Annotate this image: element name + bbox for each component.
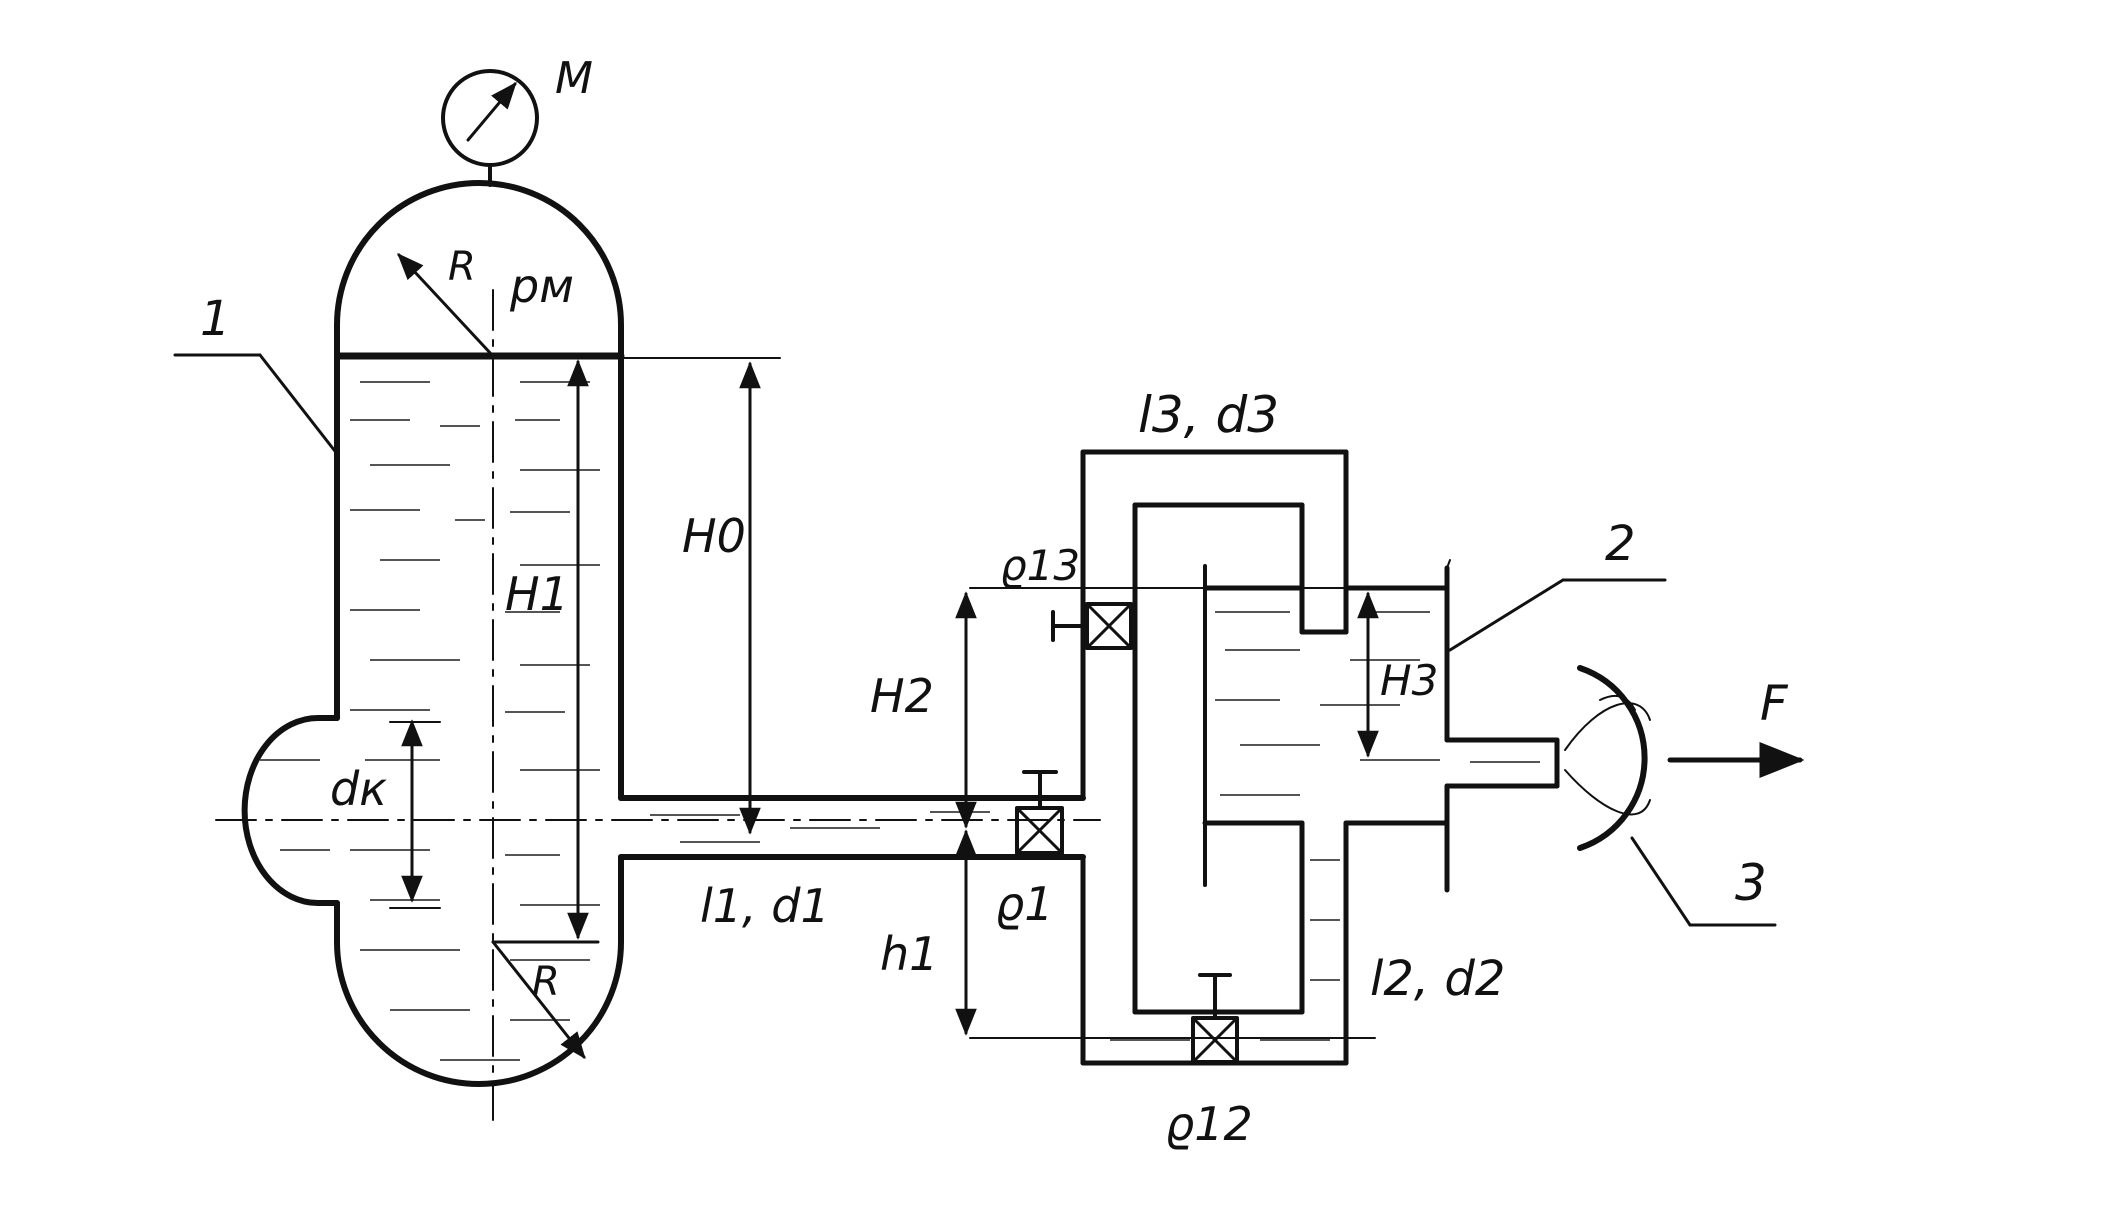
label-item-3: 3	[1735, 854, 1767, 912]
leader-lines	[173, 353, 1777, 927]
label-h1: h1	[880, 927, 938, 981]
valve-2	[1191, 973, 1239, 1064]
label-item-1: 1	[200, 291, 231, 347]
label-pressure: pм	[509, 259, 574, 313]
label-radius-bottom: R	[532, 959, 560, 1005]
label-l3d3: l3, d3	[1138, 386, 1279, 444]
label-H1: H1	[505, 567, 569, 621]
label-zeta2: ϱ12	[1165, 1097, 1253, 1151]
pipe-loop	[969, 449, 1560, 1066]
label-zeta3: ϱ13	[1000, 541, 1080, 590]
label-H2: H2	[870, 669, 934, 723]
label-force: F	[1760, 676, 1789, 732]
label-H3: H3	[1380, 656, 1438, 705]
label-zeta1: ϱ1	[995, 877, 1053, 931]
label-l1d1: l1, d1	[700, 879, 830, 933]
gauge-label: M	[555, 53, 593, 104]
valve-1	[1015, 770, 1064, 855]
label-l2d2: l2, d2	[1370, 951, 1505, 1007]
tank-1	[215, 180, 1101, 1121]
label-dk: dк	[330, 762, 387, 816]
dimension-H0	[620, 357, 781, 835]
pipe-1	[618, 770, 1086, 860]
label-H0: H0	[682, 509, 746, 563]
label-item-2: 2	[1605, 516, 1636, 572]
label-radius-top: R	[448, 244, 476, 290]
valve-3	[1051, 602, 1133, 650]
manometer-gauge: M	[441, 53, 593, 187]
vane-3	[1564, 665, 1805, 851]
